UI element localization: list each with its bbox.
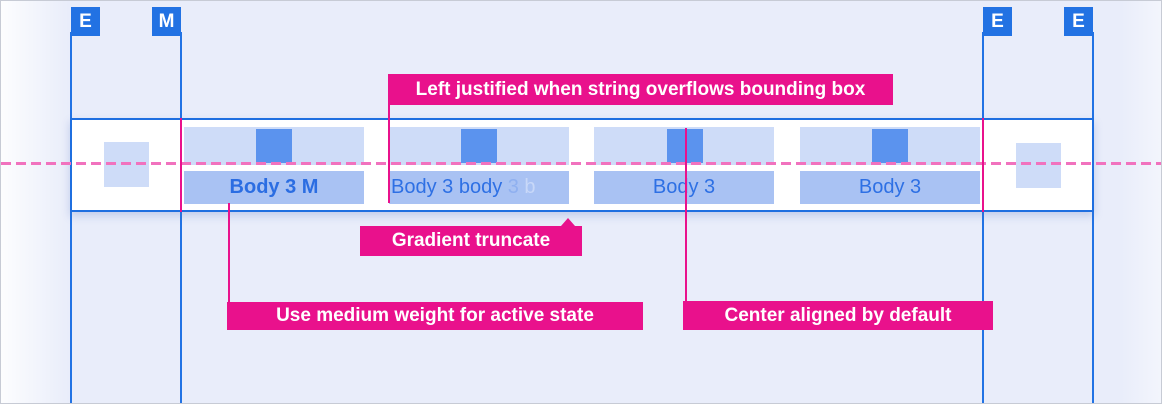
spacing-marker-m: M — [152, 7, 181, 36]
tab-icon-placeholder — [872, 129, 908, 163]
guide-line-edge-left — [70, 32, 72, 403]
baseline-dashed-line — [1, 162, 1161, 165]
connector-center-aligned — [685, 128, 687, 301]
spacing-marker-e-right-inner: E — [983, 7, 1012, 36]
tab-label-default[interactable]: Body 3 — [594, 171, 774, 204]
tab-label-active[interactable]: Body 3 M — [184, 171, 364, 204]
guide-line-edge-right — [1092, 32, 1094, 403]
tab-label-default[interactable]: Body 3 — [800, 171, 980, 204]
tab-label-text: Body 3 body — [391, 176, 508, 198]
tab-label-text-faded: b — [518, 176, 536, 198]
annotation-center-aligned: Center aligned by default — [683, 301, 993, 330]
measure-line-left — [180, 118, 182, 212]
measure-line-right — [982, 118, 984, 212]
annotation-gradient-truncate: Gradient truncate — [360, 226, 582, 256]
annotation-left-justified: Left justified when string overflows bou… — [388, 74, 893, 105]
connector-medium-weight — [228, 203, 230, 302]
tab-label-overflow[interactable]: Body 3 body 3 b — [389, 171, 569, 204]
tab-icon-placeholder — [461, 129, 497, 163]
tab-label-text-fading: 3 — [507, 176, 519, 198]
annotation-pointer-up-icon — [561, 218, 575, 226]
annotation-medium-weight: Use medium weight for active state — [227, 302, 643, 330]
connector-left-justified — [388, 104, 390, 203]
trailing-icon-placeholder — [1016, 143, 1061, 188]
spacing-marker-e-right: E — [1064, 7, 1093, 36]
spacing-marker-e-left: E — [71, 7, 100, 36]
guide-line-margin-bottom — [180, 212, 182, 403]
guide-line-edge-right-inner-top — [982, 32, 984, 118]
guide-line-margin-top — [180, 32, 182, 118]
tab-icon-placeholder — [256, 129, 292, 163]
